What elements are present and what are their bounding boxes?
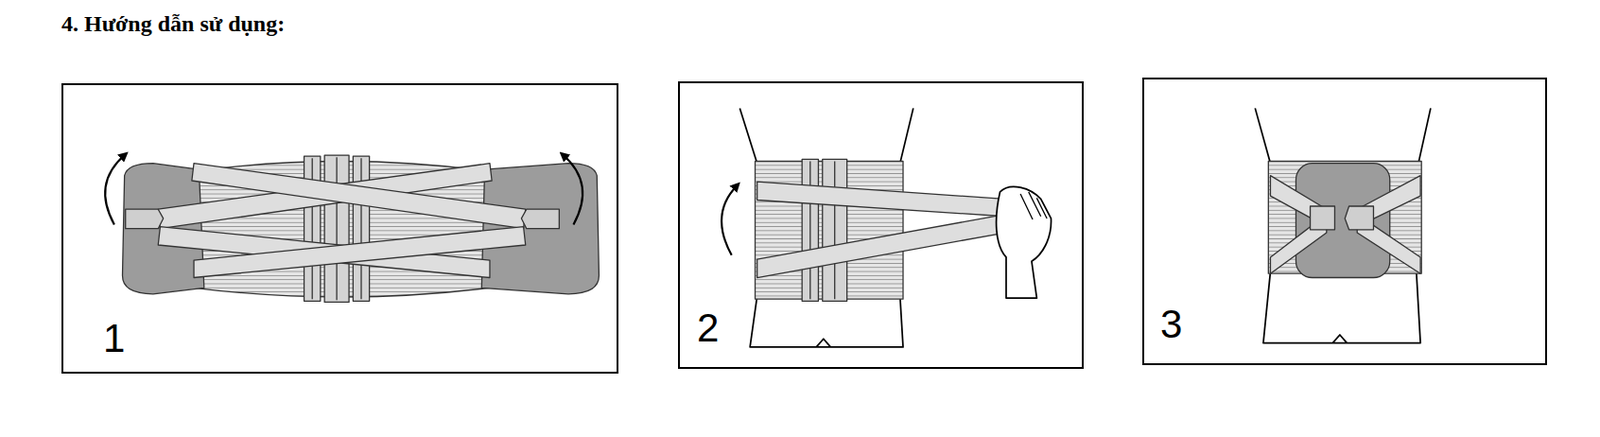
torso-fastened bbox=[1254, 107, 1431, 343]
step-panel: 3 bbox=[1142, 77, 1548, 366]
step-number: 2 bbox=[696, 308, 719, 348]
step-panel: 1 bbox=[61, 83, 619, 374]
section-title: 4. Hướng dẫn sử dụng: bbox=[61, 11, 285, 37]
torso-wrapping bbox=[721, 107, 1051, 348]
step-number: 3 bbox=[1160, 304, 1183, 345]
flat-belt bbox=[104, 155, 599, 302]
step-number: 1 bbox=[103, 318, 125, 359]
step-panel: 2 bbox=[678, 81, 1084, 369]
